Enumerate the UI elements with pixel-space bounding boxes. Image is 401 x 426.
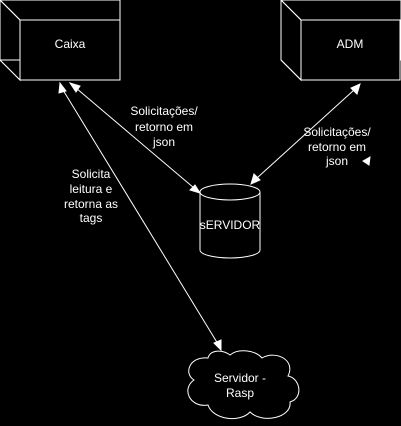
arrowhead-adm-end bbox=[350, 83, 361, 95]
raspberry-label-line2: Rasp bbox=[226, 386, 254, 400]
servidor-top bbox=[199, 183, 261, 201]
edge-caixa-servidor[interactable] bbox=[68, 82, 202, 194]
adm-front-face bbox=[300, 19, 401, 81]
edge-caixa-raspberry[interactable] bbox=[58, 81, 222, 352]
edge-caixa-raspberry-label-2: leitura e bbox=[70, 182, 113, 196]
edge-caixa-raspberry-line bbox=[62, 89, 219, 345]
servidor-node[interactable]: sERVIDOR bbox=[199, 183, 261, 259]
edge-adm-servidor-label-2: retorno em bbox=[308, 140, 366, 154]
edge-adm-servidor-line bbox=[256, 89, 355, 179]
arrowhead-servidor-end-2 bbox=[250, 173, 261, 185]
servidor-label: sERVIDOR bbox=[200, 218, 261, 232]
arrowhead-servidor-end bbox=[189, 184, 202, 194]
raspberry-cloud-shape bbox=[187, 350, 300, 420]
edge-caixa-raspberry-label-1: Solicita bbox=[72, 167, 111, 181]
caixa-front-face bbox=[19, 19, 121, 81]
edge-adm-servidor-label-1: Solicitações/ bbox=[303, 125, 371, 139]
edge-caixa-raspberry-label-3: retorna as bbox=[64, 197, 118, 211]
raspberry-label-line1: Servidor - bbox=[214, 371, 266, 385]
arrowhead-caixa-end-2 bbox=[58, 81, 67, 94]
edge-caixa-raspberry-label-4: tags bbox=[80, 211, 103, 225]
edge-caixa-servidor-line bbox=[75, 87, 195, 189]
edge-adm-servidor[interactable] bbox=[250, 83, 361, 185]
caixa-node[interactable]: Caixa bbox=[0, 0, 121, 82]
stray-arrowhead-marker bbox=[362, 156, 371, 166]
adm-node[interactable]: ADM bbox=[280, 0, 401, 82]
caixa-label: Caixa bbox=[55, 37, 86, 51]
arrowhead-raspberry-end bbox=[213, 339, 222, 352]
adm-label: ADM bbox=[337, 37, 364, 51]
edge-caixa-servidor-label-2: retorno em bbox=[135, 120, 193, 134]
raspberry-node[interactable]: Servidor - Rasp bbox=[187, 350, 300, 420]
arrowhead-caixa-end bbox=[68, 82, 81, 93]
edge-caixa-servidor-label-1: Solicitações/ bbox=[130, 104, 198, 118]
servidor-body bbox=[199, 192, 261, 259]
edge-caixa-servidor-label-3: json bbox=[152, 135, 175, 149]
edge-adm-servidor-label-3: json bbox=[325, 154, 348, 168]
